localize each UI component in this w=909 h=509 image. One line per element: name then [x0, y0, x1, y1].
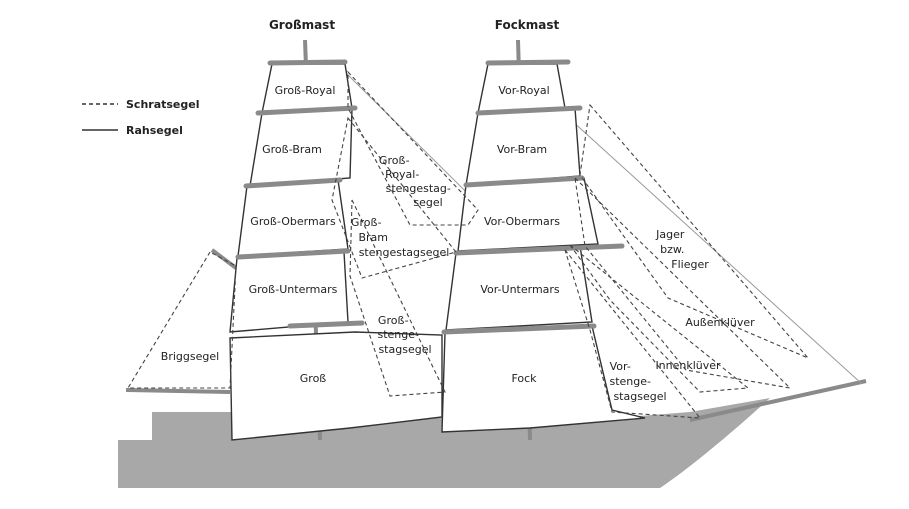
- vor-stengestagsegel-sail: [564, 249, 702, 419]
- legend-solid-label: Rahsegel: [126, 124, 183, 137]
- fore-untermars-label: Vor-Untermars: [480, 283, 560, 296]
- main-untermars-yard: [235, 248, 351, 260]
- gross-royal-stengestagsegel-label: Groß- Royal- stengestag- segel: [379, 154, 454, 209]
- aussenkluever-label: Außenklüver: [685, 316, 755, 329]
- fore-stay-rig: [559, 109, 863, 385]
- main-course-label: Groß: [300, 372, 327, 385]
- fore-obermars-yard: [463, 175, 585, 188]
- main-obermars-label: Groß-Obermars: [250, 215, 336, 228]
- main-royal-yard: [267, 59, 348, 66]
- bowsprit: [689, 379, 867, 422]
- main-bram-label: Groß-Bram: [262, 143, 322, 156]
- fore-bram-label: Vor-Bram: [497, 143, 547, 156]
- gross-royal-stengestagsegel-sail: [347, 70, 479, 226]
- main-lower-yard: [287, 320, 365, 329]
- main-obermars-yard: [243, 177, 343, 189]
- jager-label: Jager bzw. Flieger: [655, 228, 709, 271]
- gross-bram-stengestagsegel-sail: [331, 116, 457, 279]
- main-bram-yard: [255, 105, 358, 116]
- gross-stengestagsegel-label: Groß- stenge- stagsegel: [377, 314, 431, 356]
- fore-royal-label: Vor-Royal: [498, 84, 549, 97]
- main-untermars-label: Groß-Untermars: [249, 283, 338, 296]
- fore-lower-yard: [441, 323, 597, 335]
- fore-obermars-label: Vor-Obermars: [484, 215, 560, 228]
- gross-stengestagsegel-sail: [349, 199, 446, 397]
- jager-sail: [579, 103, 809, 359]
- gross-bram-stengestagsegel-label: Groß- Bram stengestagsegel: [351, 216, 449, 259]
- fore-course-label: Fock: [511, 372, 537, 385]
- fore-mast-heading: Fockmast: [495, 18, 560, 32]
- briggsegel-sail: [127, 251, 237, 389]
- fore-bram-yard: [475, 105, 583, 116]
- fore-untermars-yard: [453, 243, 625, 256]
- aussenkluever-sail: [574, 176, 792, 389]
- fore-royal-yard: [485, 59, 571, 66]
- vor-stengestagsegel-label: Vor- stenge- stagsegel: [609, 360, 666, 403]
- innenkluever-sail: [569, 244, 750, 393]
- spanker-gaff: [210, 248, 238, 270]
- legend-dashed-label: Schratsegel: [126, 98, 200, 111]
- main-mast-heading: Großmast: [269, 18, 335, 32]
- main-royal-label: Groß-Royal: [275, 84, 336, 97]
- briggsegel-label: Briggsegel: [161, 350, 219, 363]
- innenkluever-label: Innenklüver: [655, 359, 721, 372]
- spanker-boom: [125, 388, 231, 394]
